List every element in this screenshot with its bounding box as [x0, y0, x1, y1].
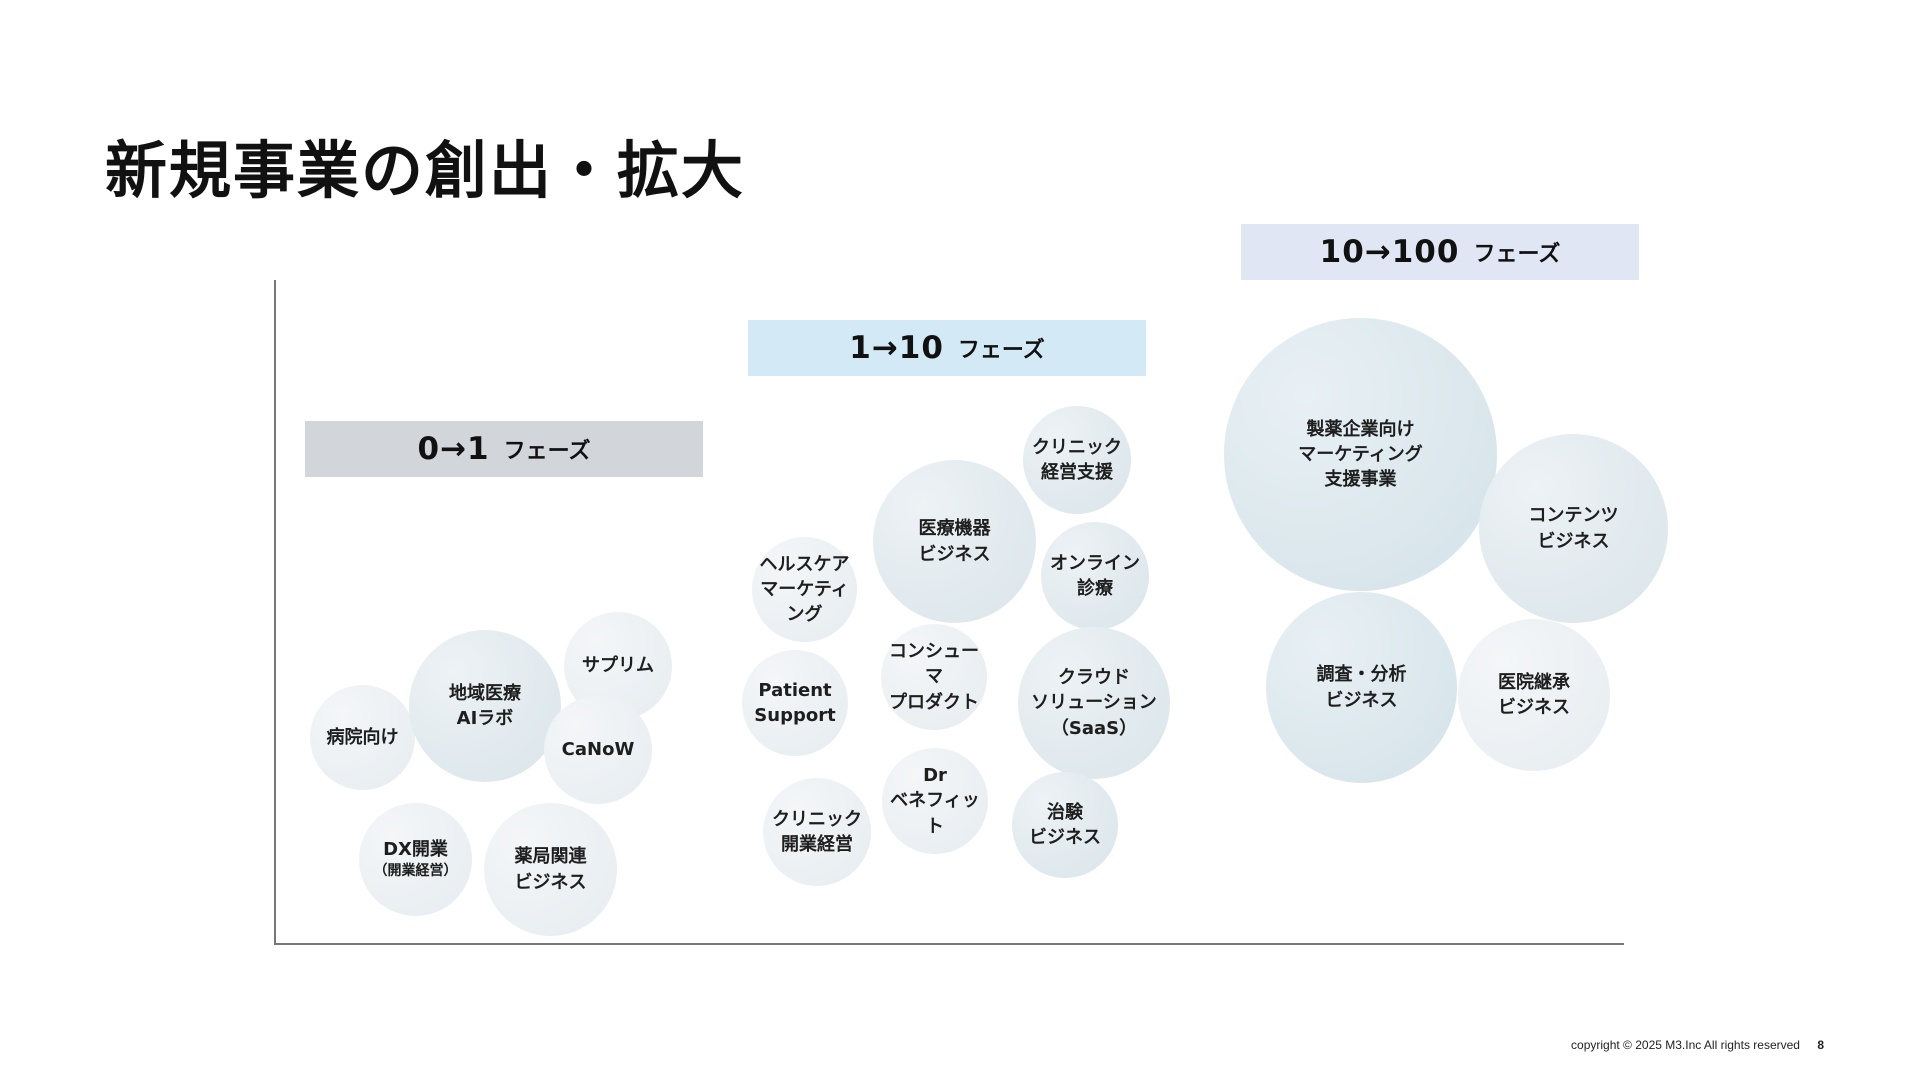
page-number: 8: [1817, 1038, 1824, 1052]
phase-label-0-1-text: フェーズ: [503, 439, 591, 464]
bubble-healthcare-marketing-line1: ヘルスケア: [759, 553, 850, 575]
bubble-ai-lab-line2: AIラボ: [456, 708, 514, 729]
phase-label-0-1-range: 0→1: [417, 431, 490, 467]
bubble-succession-line1: 医院継承: [1498, 671, 1570, 693]
phase-label-10-100: 10→100 フェーズ: [1241, 224, 1639, 280]
bubble-ai-lab-line1: 地域医療: [449, 682, 521, 704]
bubble-clinic-opening: クリニック 開業経営: [763, 778, 871, 886]
bubble-dr-benefit-line2: ベネフィット: [890, 790, 980, 837]
bubble-clinical-trial-line2: ビジネス: [1029, 827, 1101, 848]
page-title: 新規事業の創出・拡大: [105, 134, 746, 207]
bubble-ai-lab: 地域医療 AIラボ: [409, 630, 561, 782]
bubble-canow: CaNoW: [544, 696, 652, 804]
bubble-clinic-support: クリニック 経営支援: [1023, 406, 1131, 514]
bubble-medical-device: 医療機器 ビジネス: [873, 460, 1036, 623]
bubble-cloud-saas-line3: （SaaS）: [1050, 717, 1138, 739]
bubble-cloud-saas-line1: クラウド: [1058, 667, 1130, 689]
bubble-medical-device-line2: ビジネス: [918, 543, 991, 565]
bubble-research-line2: ビジネス: [1325, 689, 1398, 711]
bubble-patient-support-line1: Patient: [758, 679, 832, 701]
bubble-pharma-marketing-line3: 支援事業: [1324, 469, 1397, 491]
bubble-clinic-support-line2: 経営支援: [1041, 462, 1113, 483]
bubble-consumer-product-line2: プロダクト: [889, 691, 979, 713]
x-axis: [274, 943, 1624, 945]
bubble-research-line1: 調査・分析: [1316, 664, 1407, 686]
phase-label-0-1: 0→1 フェーズ: [305, 421, 703, 477]
bubble-healthcare-marketing: ヘルスケア マーケティング: [752, 537, 857, 642]
bubble-consumer-product-line1: コンシューマ: [889, 641, 979, 688]
phase-label-10-100-text: フェーズ: [1473, 242, 1561, 267]
bubble-clinic-support-line1: クリニック: [1032, 436, 1122, 458]
y-axis: [274, 280, 276, 945]
copyright-text: copyright © 2025 M3.Inc All rights reser…: [1571, 1038, 1800, 1052]
phase-label-1-10-range: 1→10: [849, 330, 944, 366]
bubble-online-clinic: オンライン 診療: [1041, 522, 1149, 630]
bubble-dx: DX開業 （開業経営）: [359, 803, 472, 916]
bubble-medical-device-line1: 医療機器: [918, 518, 991, 540]
bubble-dr-benefit-line1: Dr: [923, 765, 947, 787]
phase-label-10-100-range: 10→100: [1319, 234, 1460, 270]
bubble-succession-line2: ビジネス: [1498, 697, 1570, 718]
bubble-contents-line1: コンテンツ: [1528, 505, 1619, 527]
bubble-research: 調査・分析 ビジネス: [1266, 592, 1457, 783]
phase-label-1-10: 1→10 フェーズ: [748, 320, 1146, 376]
bubble-clinical-trial: 治験 ビジネス: [1012, 772, 1118, 878]
bubble-pharmacy: 薬局関連 ビジネス: [484, 803, 617, 936]
bubble-dx-sub: （開業経営）: [373, 863, 458, 880]
bubble-contents-line2: ビジネス: [1537, 530, 1610, 552]
bubble-dx-line1: DX開業: [383, 839, 448, 861]
bubble-healthcare-marketing-line2: マーケティング: [760, 578, 849, 626]
bubble-supplim-line1: サプリム: [582, 655, 654, 677]
bubble-pharma-marketing-line1: 製薬企業向け: [1306, 418, 1415, 440]
bubble-online-clinic-line1: オンライン: [1050, 552, 1140, 574]
bubble-succession: 医院継承 ビジネス: [1458, 619, 1610, 771]
bubble-hospital-line1: 病院向け: [326, 726, 399, 748]
bubble-online-clinic-line2: 診療: [1077, 578, 1113, 599]
bubble-consumer-product: コンシューマ プロダクト: [881, 624, 987, 730]
bubble-pharmacy-line2: ビジネス: [514, 871, 587, 893]
bubble-cloud-saas-line2: ソリューション: [1031, 692, 1157, 714]
bubble-contents: コンテンツ ビジネス: [1479, 434, 1668, 623]
bubble-clinical-trial-line1: 治験: [1047, 801, 1083, 823]
bubble-cloud-saas: クラウド ソリューション （SaaS）: [1018, 627, 1170, 779]
bubble-patient-support: Patient Support: [742, 650, 848, 756]
bubble-canow-line1: CaNoW: [561, 739, 635, 761]
bubble-clinic-opening-line1: クリニック: [772, 808, 862, 830]
phase-label-1-10-text: フェーズ: [957, 338, 1045, 363]
footer: copyright © 2025 M3.Inc All rights reser…: [1571, 1038, 1824, 1052]
bubble-patient-support-line2: Support: [754, 705, 836, 726]
bubble-pharmacy-line1: 薬局関連: [514, 846, 587, 868]
bubble-pharma-marketing: 製薬企業向け マーケティング 支援事業: [1224, 318, 1497, 591]
bubble-clinic-opening-line2: 開業経営: [781, 834, 853, 855]
bubble-dr-benefit: Dr ベネフィット: [882, 748, 988, 854]
bubble-hospital: 病院向け: [310, 685, 415, 790]
bubble-pharma-marketing-line2: マーケティング: [1298, 443, 1423, 465]
